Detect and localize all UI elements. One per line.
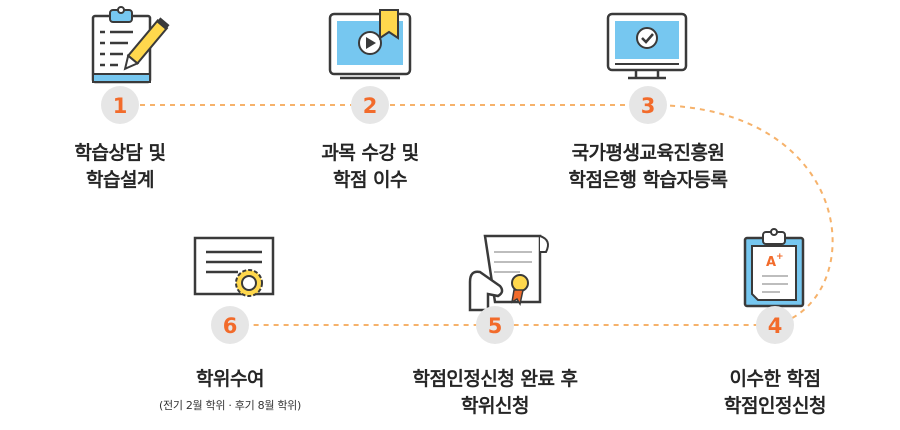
svg-text:A: A (766, 255, 776, 270)
step-2-badge: 2 (351, 86, 389, 124)
step-1-title: 학습상담 및 학습설계 (74, 142, 166, 191)
step-4-number: 4 (768, 314, 783, 338)
step-4-badge: 4 (756, 306, 794, 344)
step-2-number: 2 (363, 94, 378, 118)
step-4-label: 이수한 학점 학점인정신청 (690, 366, 860, 420)
grade-clipboard-icon: A + (743, 228, 805, 308)
step-1-label: 학습상담 및 학습설계 (40, 140, 200, 194)
step-6-number: 6 (223, 314, 238, 338)
step-6-label: 학위수여 (전기 2월 학위 · 후기 8월 학위) (120, 366, 340, 413)
hand-certificate-icon (468, 234, 549, 312)
step-4-title: 이수한 학점 학점인정신청 (724, 368, 826, 417)
step-3-label: 국가평생교육진흥원 학점은행 학습자등록 (530, 140, 766, 194)
step-6-badge: 6 (211, 306, 249, 344)
process-connector-line (140, 104, 834, 326)
step-6-note: (전기 2월 학위 · 후기 8월 학위) (159, 399, 301, 412)
step-2-label: 과목 수강 및 학점 이수 (280, 140, 460, 194)
step-5-number: 5 (488, 314, 503, 338)
step-3-title: 국가평생교육진흥원 학점은행 학습자등록 (568, 142, 728, 191)
step-1-badge: 1 (101, 86, 139, 124)
clipboard-pencil-icon (91, 6, 170, 84)
step-5-badge: 5 (476, 306, 514, 344)
svg-text:+: + (776, 252, 784, 262)
step-5-title: 학점인정신청 완료 후 학위신청 (412, 368, 578, 417)
video-lecture-monitor-icon (328, 9, 412, 80)
step-1-number: 1 (113, 94, 128, 118)
step-3-number: 3 (641, 94, 656, 118)
step-3-badge: 3 (629, 86, 667, 124)
step-2-title: 과목 수강 및 학점 이수 (321, 142, 419, 191)
step-5-label: 학점인정신청 완료 후 학위신청 (380, 366, 610, 420)
step-6-title: 학위수여 (196, 368, 264, 390)
diploma-certificate-icon (193, 236, 275, 297)
registration-monitor-icon (606, 12, 688, 80)
